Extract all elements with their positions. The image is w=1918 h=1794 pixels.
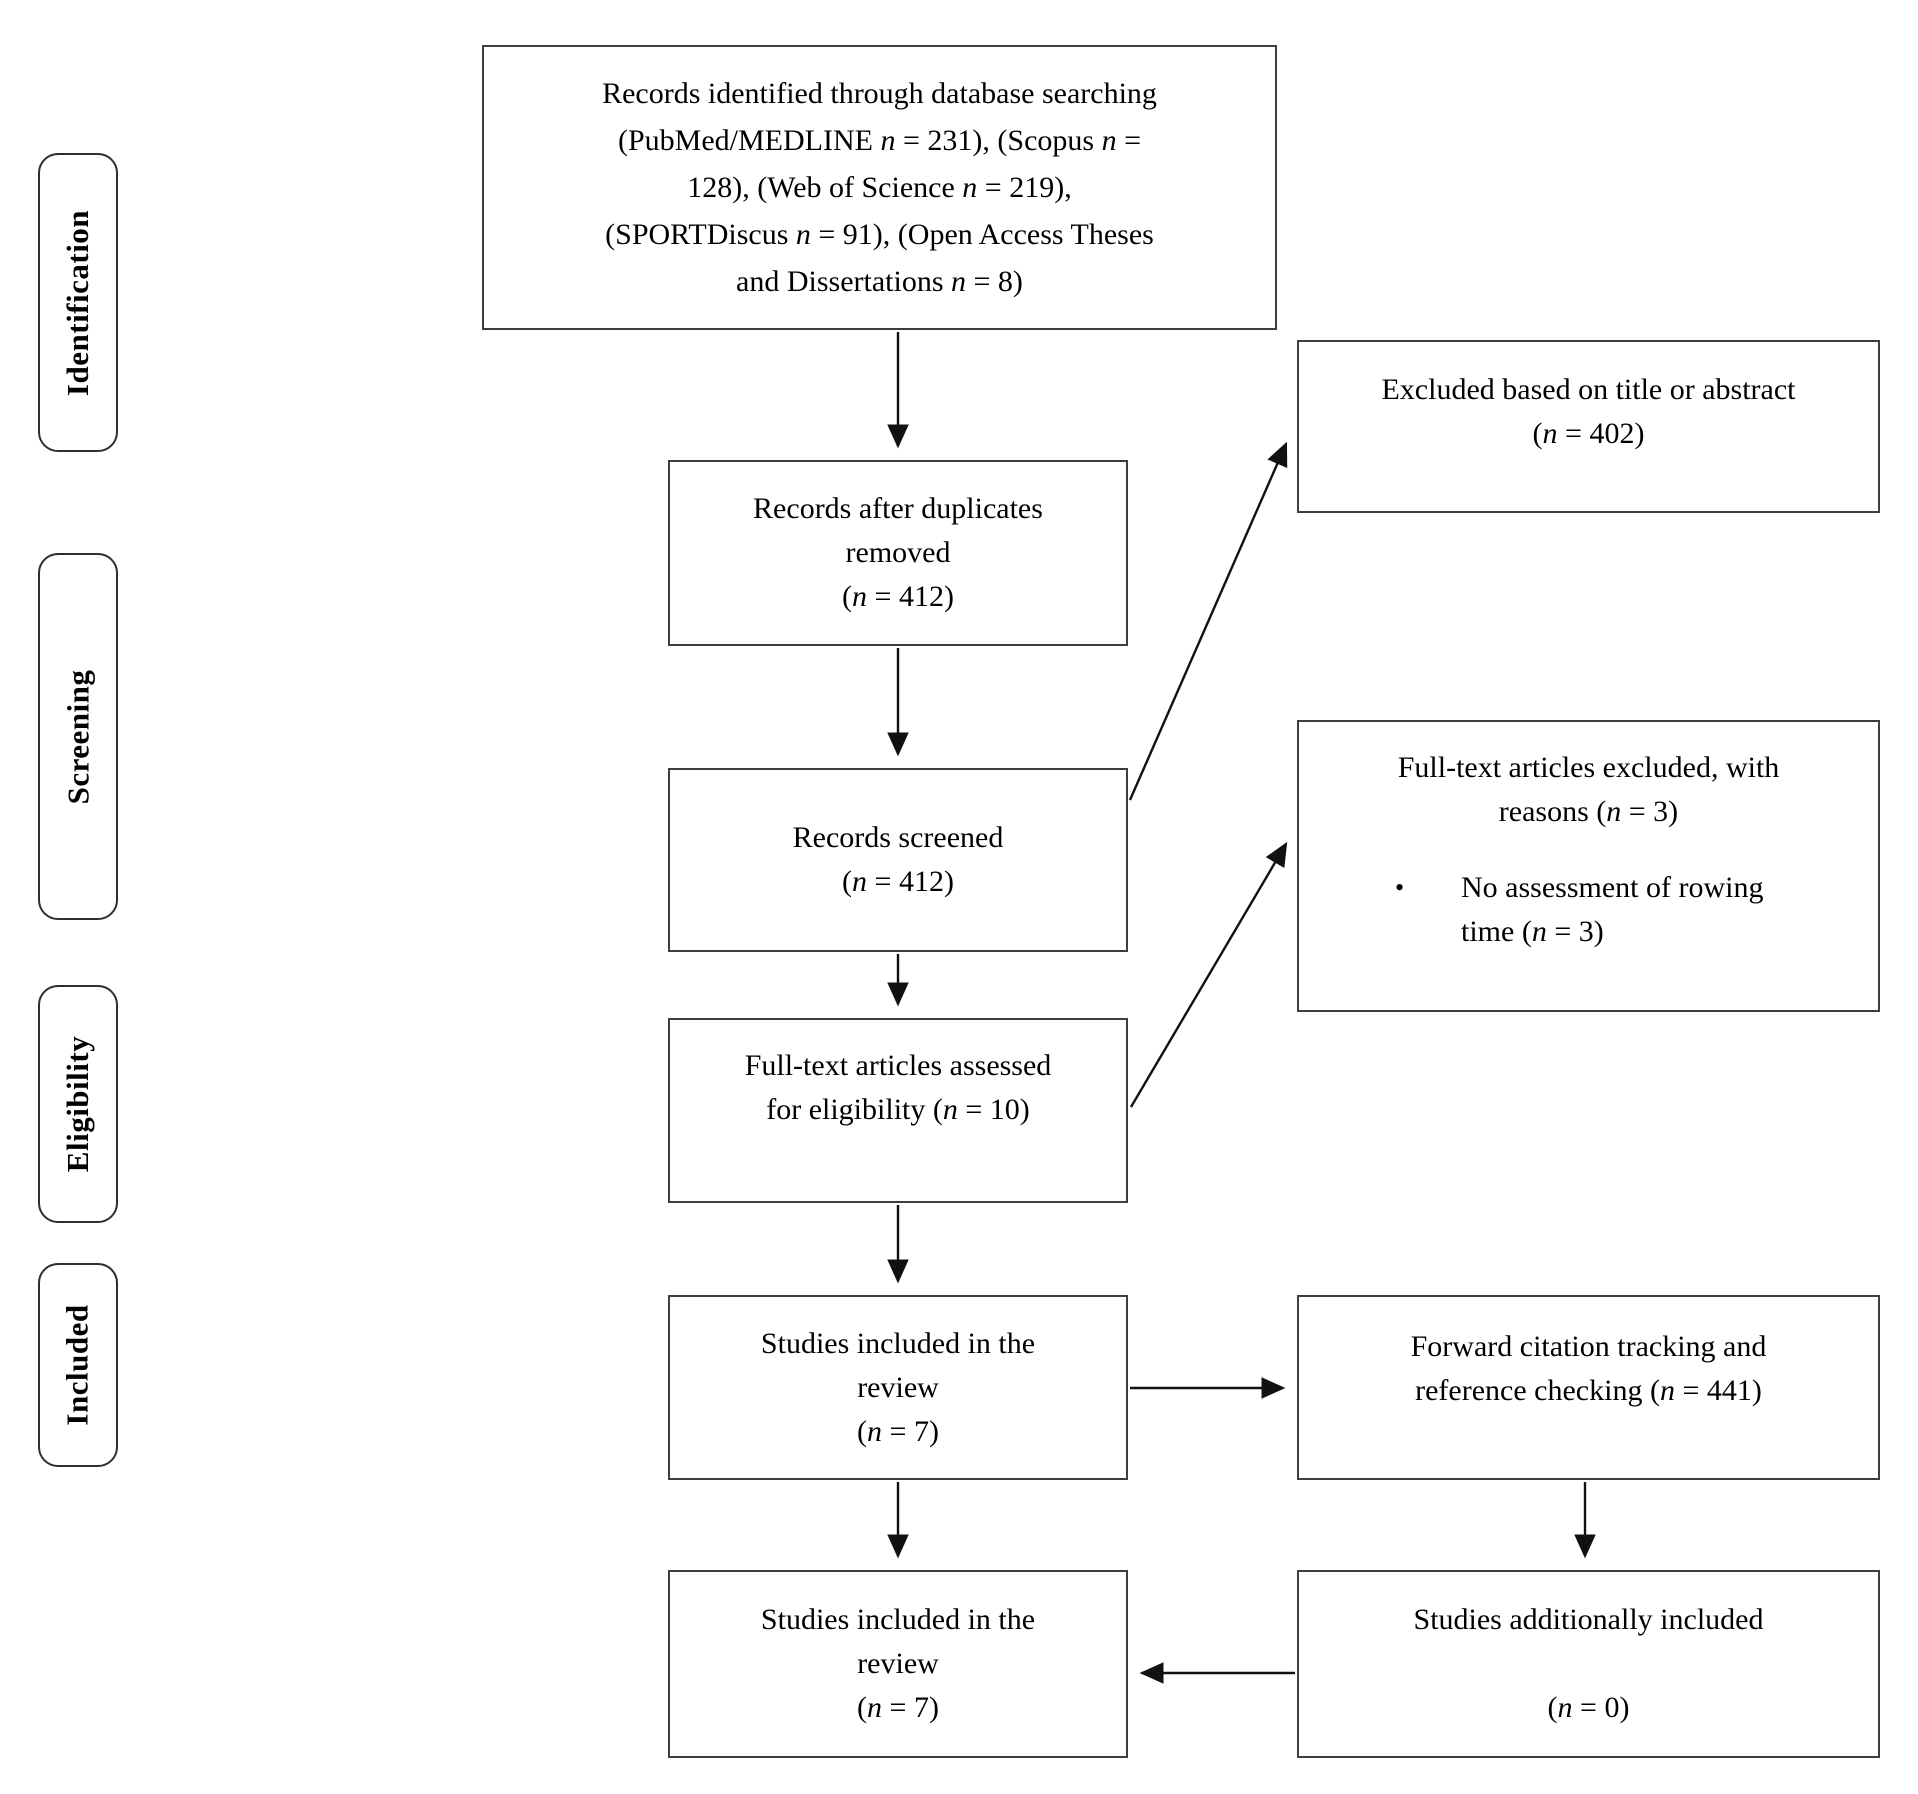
- arrow-assessed-to-ft-excluded: [1129, 841, 1288, 1108]
- bullet-icon: •: [1395, 873, 1405, 902]
- stage-label-text: Identification: [60, 209, 95, 396]
- stage-label-text: Included: [60, 1304, 96, 1426]
- stage-label-screening: Screening: [38, 553, 118, 920]
- stage-label-text: Eligibility: [60, 1035, 96, 1173]
- box-text: Records identified through database sear…: [602, 77, 1157, 298]
- stage-label-identification: Identification: [38, 153, 118, 452]
- box-excluded-title-abstract: Excluded based on title or abstract(n = …: [1297, 340, 1880, 513]
- box-text: Excluded based on title or abstract(n = …: [1381, 373, 1796, 450]
- arrow-screened-to-excluded: [1128, 441, 1288, 801]
- stage-label-included: Included: [38, 1263, 118, 1467]
- box-text: Studies additionally included (n = 0): [1413, 1603, 1764, 1724]
- box-records-screened: Records screened(n = 412): [668, 768, 1128, 952]
- stage-label-text: Screening: [60, 669, 95, 804]
- box-studies-additionally-included: Studies additionally included (n = 0): [1297, 1570, 1880, 1758]
- box-text: Records screened(n = 412): [792, 821, 1004, 898]
- stage-label-eligibility: Eligibility: [38, 985, 118, 1223]
- box-records-identified: Records identified through database sear…: [482, 45, 1277, 330]
